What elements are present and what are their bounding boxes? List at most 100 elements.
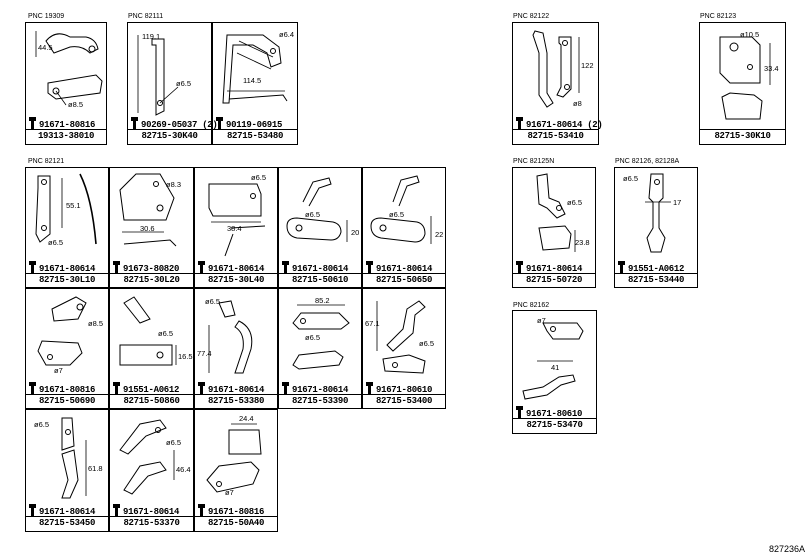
dimension-label: 55.1	[66, 201, 81, 210]
part-panel: ø10.5 33.4 82715-30K10	[699, 22, 786, 145]
part-panel: ø6.5 16.5 91551-A0612 82715-50860	[109, 288, 194, 409]
bolt-part-number: 91551-A0612	[112, 382, 179, 395]
part-panel: ø6.5 77.4 91671-80614 82715-53380	[194, 288, 278, 409]
bolt-icon	[366, 382, 373, 394]
bracket-drawing	[119, 173, 177, 247]
bracket-drawing	[119, 419, 175, 495]
bolt-icon	[282, 382, 289, 394]
part-number: 82715-30L40	[207, 275, 265, 285]
part-panel: 67.1 ø6.5 91671-80610 82715-53400	[362, 288, 446, 409]
part-number: 82715-30K40	[141, 131, 198, 141]
bracket-drawing	[292, 304, 350, 370]
part-number: 82715-50650	[375, 275, 433, 285]
bolt-icon	[29, 261, 36, 273]
bolt-part-number: 91671-80614	[112, 504, 179, 517]
bolt-part-number: 91551-A0612	[617, 261, 684, 274]
part-number: 82715-53380	[207, 396, 265, 406]
part-panel: 44.5 ø8.5 91671-80816 19313-38010	[25, 22, 107, 145]
part-number: 82715-50610	[291, 275, 349, 285]
bolt-icon	[366, 261, 373, 273]
part-number: 19313-38010	[37, 131, 95, 141]
bolt-icon	[198, 504, 205, 516]
bracket-drawing	[61, 417, 87, 499]
bolt-part-number: 91671-80610	[515, 406, 582, 419]
bolt-part-number: 91671-80816	[197, 504, 264, 517]
dimension-label: ø7	[225, 488, 234, 497]
dimension-label: ø6.5	[389, 210, 405, 219]
bolt-icon	[516, 261, 523, 273]
part-number: 82715-53450	[38, 518, 96, 528]
dimension-label: ø6.5	[176, 79, 192, 88]
pnc-label: PNC 82126, 82128A	[615, 158, 680, 165]
bolt-icon	[282, 261, 289, 273]
dimension-label: ø6.5	[158, 329, 174, 338]
dimension-label: ø8.3	[166, 180, 182, 189]
dimension-label: 119.1	[142, 32, 161, 41]
dimension-label: ø6.5	[567, 198, 583, 207]
part-number: 82715-53470	[526, 420, 583, 430]
part-panel: 55.1 ø6.5 91671-80614 82715-30L10	[25, 167, 109, 288]
part-panel: ø6.5 23.8 91671-80614 82715-50720	[512, 167, 596, 288]
bolt-part-number: 91671-80610	[365, 382, 432, 395]
dimension-label: ø6.5	[251, 173, 267, 182]
dimension-label: ø8.5	[68, 100, 84, 109]
dimension-label: 38.4	[227, 224, 242, 233]
part-number: 82715-53400	[375, 396, 433, 406]
dimension-label: ø6.5	[48, 238, 64, 247]
dimension-label: 61.8	[88, 464, 103, 473]
part-panel: ø8.5 ø7 91671-80816 82715-50690	[25, 288, 109, 409]
bolt-icon	[29, 504, 36, 516]
bolt-icon	[131, 117, 138, 129]
bolt-part-number: 91671-80816	[28, 382, 95, 395]
bolt-part-number: 91671-80816	[28, 117, 95, 130]
part-number: 82715-53410	[527, 131, 584, 141]
bolt-part-number: 91671-80614	[197, 382, 264, 395]
dimension-label: 114.5	[243, 76, 262, 85]
bracket-drawing	[222, 34, 288, 104]
dimension-label: 16.5	[178, 352, 193, 361]
dimension-label: 24.4	[239, 414, 254, 423]
bolt-icon	[516, 406, 523, 418]
bolt-icon	[198, 261, 205, 273]
bracket-drawing	[206, 423, 262, 493]
bracket-drawing	[35, 173, 97, 245]
bolt-icon	[113, 382, 120, 394]
dimension-label: 44.5	[38, 43, 53, 52]
dimension-label: 85.2	[315, 296, 330, 305]
part-panel: ø6.5 46.4 91671-80614 82715-53370	[109, 409, 194, 532]
pnc-label: PNC 82111	[128, 13, 164, 20]
bracket-drawing	[35, 31, 103, 106]
dimension-label: 30.6	[140, 224, 155, 233]
dimension-label: 41	[551, 363, 560, 372]
bracket-drawing	[532, 30, 580, 108]
part-number: 82715-53390	[291, 396, 349, 406]
bolt-part-number: 90119-06915	[215, 117, 282, 130]
dimension-label: ø6.5	[623, 174, 639, 183]
bolt-part-number: 91671-80614	[197, 261, 264, 274]
part-panel: 119.1 ø6.5 90269-05037 (2) 82715-30K40	[127, 22, 218, 145]
bolt-part-number: 91671-80614	[281, 382, 348, 395]
diagram-code: 827236A	[768, 544, 805, 554]
bracket-drawing	[370, 175, 432, 244]
bracket-drawing	[286, 177, 348, 242]
part-number: 82715-30L10	[38, 275, 96, 285]
bolt-icon	[618, 261, 625, 273]
part-panel: 24.4 ø7 91671-80816 82715-50A40	[194, 409, 278, 532]
pnc-label: PNC 82121	[28, 158, 65, 165]
part-number: 82715-53370	[123, 518, 180, 528]
dimension-label: ø6.5	[34, 420, 50, 429]
dimension-label: ø6.5	[205, 297, 221, 306]
part-panel: ø6.5 17 91551-A0612 82715-53440	[614, 167, 698, 288]
bolt-part-number: 91671-80614 (2)	[515, 117, 603, 130]
bolt-part-number: 91671-80614	[281, 261, 348, 274]
bolt-icon	[516, 117, 523, 129]
dimension-label: ø7	[537, 316, 546, 325]
bolt-part-number: 91671-80614	[28, 261, 95, 274]
part-number: 82715-50860	[123, 396, 180, 406]
part-panel: ø6.4 114.5 90119-06915 82715-53480	[212, 22, 298, 145]
bracket-drawing	[208, 300, 253, 374]
part-panel: ø6.5 20 91671-80614 82715-50610	[278, 167, 362, 288]
bolt-icon	[29, 117, 36, 129]
dimension-label: 20	[351, 228, 360, 237]
part-panel: 85.2 ø6.5 91671-80614 82715-53390	[278, 288, 362, 409]
